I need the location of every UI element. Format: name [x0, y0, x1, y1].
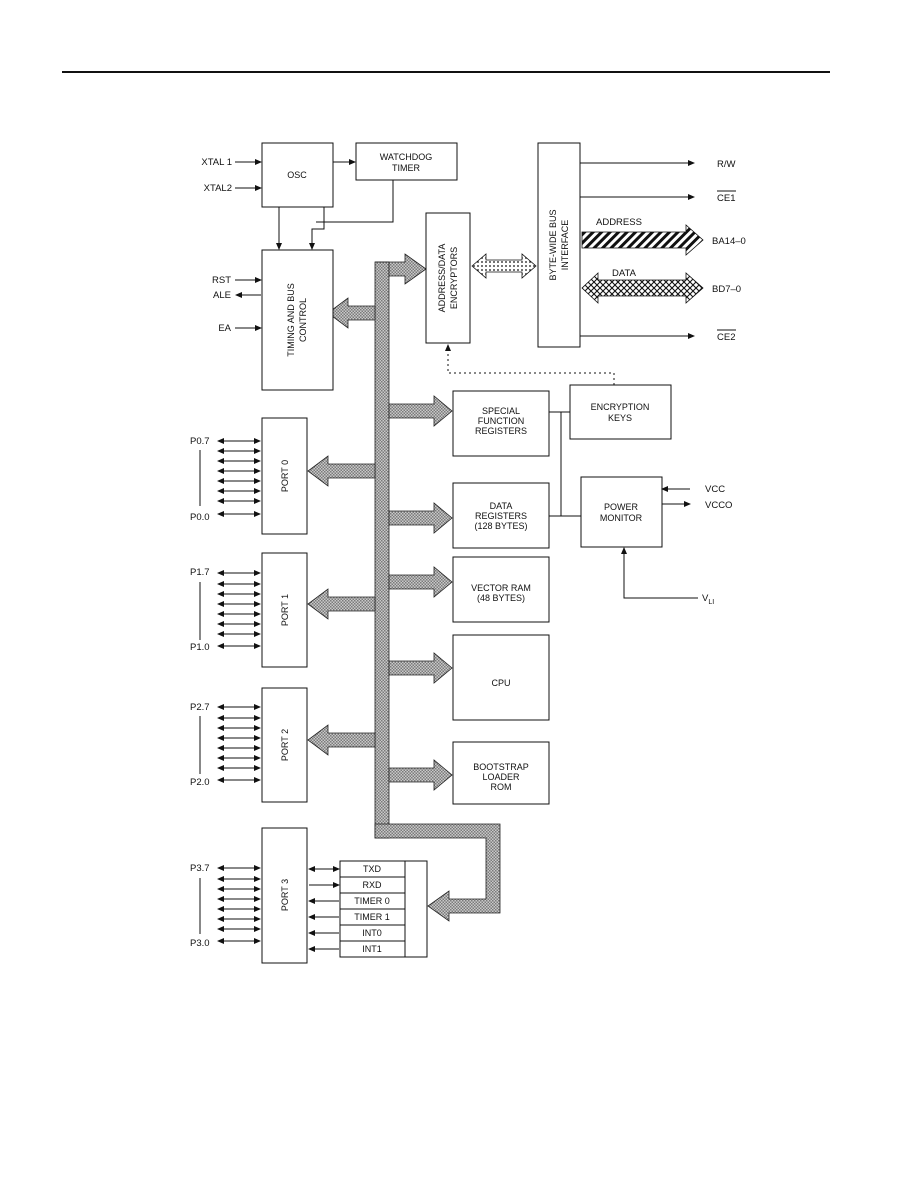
- svg-text:PORT 0: PORT 0: [280, 460, 290, 492]
- rst-label: RST: [212, 275, 231, 286]
- internal-bus: [307, 253, 501, 922]
- ale-label: ALE: [213, 290, 231, 301]
- rw-label: R/W: [717, 159, 736, 170]
- vcco-label: VCCO: [705, 500, 732, 511]
- port-1-pins: [199, 570, 261, 649]
- p2-7-label: P2.7: [190, 702, 210, 713]
- xtal2-label: XTAL2: [204, 183, 232, 194]
- svg-text:ADDRESS/DATA: ADDRESS/DATA: [437, 244, 447, 313]
- p3-func-txd: TXD: [363, 864, 382, 874]
- vli-label: VLI: [702, 593, 714, 606]
- data-registers-block: DATA REGISTERS (128 BYTES): [452, 482, 550, 549]
- keys-to-encryptor-line: [445, 344, 615, 385]
- svg-text:WATCHDOG: WATCHDOG: [380, 152, 433, 162]
- port3-function-table: TXD RXD TIMER 0 TIMER 1 INT0 INT1: [308, 860, 428, 958]
- svg-text:TIMER: TIMER: [392, 163, 420, 173]
- bd-label: BD7–0: [712, 284, 741, 295]
- svg-text:PORT 2: PORT 2: [280, 729, 290, 761]
- p3-0-label: P3.0: [190, 938, 210, 949]
- xtal1-label: XTAL 1: [201, 157, 232, 168]
- control-pins: [235, 277, 262, 331]
- svg-text:PORT 1: PORT 1: [280, 594, 290, 626]
- svg-text:(48 BYTES): (48 BYTES): [477, 593, 525, 603]
- ea-label: EA: [218, 323, 231, 334]
- svg-text:DATA: DATA: [490, 501, 513, 511]
- svg-text:CPU: CPU: [491, 678, 510, 688]
- signal-labels: XTAL 1 XTAL2 RST ALE EA R/W CE1 ADDRESS …: [190, 157, 746, 949]
- svg-text:OSC: OSC: [287, 170, 307, 180]
- port-3-block: PORT 3: [261, 827, 308, 964]
- svg-text:ROM: ROM: [491, 782, 512, 792]
- p3-7-label: P3.7: [190, 863, 210, 874]
- ce2-label: CE2: [717, 332, 735, 343]
- internal-connections: [549, 411, 698, 599]
- svg-text:BYTE-WIDE BUS: BYTE-WIDE BUS: [548, 209, 558, 280]
- vector-ram-block: VECTOR RAM (48 BYTES): [452, 556, 550, 623]
- timing-bus-control-block: TIMING AND BUS CONTROL: [261, 249, 334, 391]
- special-function-registers-block: SPECIAL FUNCTION REGISTERS: [452, 390, 550, 457]
- osc-block: OSC: [261, 142, 334, 208]
- bootstrap-loader-rom-block: BOOTSTRAP LOADER ROM: [452, 741, 550, 805]
- port-1-block: PORT 1: [261, 552, 308, 668]
- address-bus-arrow: [581, 224, 704, 256]
- svg-text:SPECIAL: SPECIAL: [482, 406, 520, 416]
- p3-func-timer0: TIMER 0: [354, 896, 390, 906]
- data-bus-arrow: [581, 272, 704, 304]
- port-3-pins: [199, 865, 261, 944]
- svg-text:ENCRYPTION: ENCRYPTION: [591, 402, 650, 412]
- p0-7-label: P0.7: [190, 436, 210, 447]
- svg-text:ENCRYPTORS: ENCRYPTORS: [449, 247, 459, 309]
- p3-func-int1: INT1: [362, 944, 382, 954]
- svg-text:CONTROL: CONTROL: [298, 298, 308, 342]
- data-label: DATA: [612, 268, 637, 279]
- p1-0-label: P1.0: [190, 642, 210, 653]
- svg-text:LOADER: LOADER: [482, 772, 520, 782]
- power-monitor-block: POWER MONITOR: [580, 476, 663, 548]
- ce1-label: CE1: [717, 193, 735, 204]
- svg-text:TIMING AND BUS: TIMING AND BUS: [286, 283, 296, 357]
- svg-text:REGISTERS: REGISTERS: [475, 426, 527, 436]
- svg-text:FUNCTION: FUNCTION: [478, 416, 525, 426]
- p0-0-label: P0.0: [190, 512, 210, 523]
- p3-func-int0: INT0: [362, 928, 382, 938]
- p3-func-timer1: TIMER 1: [354, 912, 390, 922]
- port-2-pins: [199, 704, 261, 783]
- encryption-keys-block: ENCRYPTION KEYS: [569, 384, 672, 440]
- svg-text:MONITOR: MONITOR: [600, 513, 643, 523]
- p1-7-label: P1.7: [190, 567, 210, 578]
- address-label: ADDRESS: [596, 217, 642, 228]
- port-2-block: PORT 2: [261, 687, 308, 803]
- byte-wide-bus-interface-block: BYTE-WIDE BUS INTERFACE: [537, 142, 581, 348]
- svg-text:INTERFACE: INTERFACE: [560, 220, 570, 271]
- bus-interface-outputs: [580, 160, 704, 339]
- address-data-encryptors-block: ADDRESS/DATA ENCRYPTORS: [425, 212, 471, 344]
- cpu-block: CPU: [452, 634, 550, 721]
- svg-text:KEYS: KEYS: [608, 413, 632, 423]
- svg-text:(128 BYTES): (128 BYTES): [474, 521, 527, 531]
- svg-text:POWER: POWER: [604, 502, 639, 512]
- port-0-pins: [199, 438, 261, 517]
- ba-label: BA14–0: [712, 236, 746, 247]
- svg-text:PORT 3: PORT 3: [280, 879, 290, 911]
- port-0-block: PORT 0: [261, 417, 308, 535]
- p2-0-label: P2.0: [190, 777, 210, 788]
- svg-text:BOOTSTRAP: BOOTSTRAP: [473, 762, 529, 772]
- vcc-label: VCC: [705, 484, 725, 495]
- watchdog-timer-block: WATCHDOG TIMER: [355, 142, 458, 181]
- clock-lines: [235, 159, 394, 250]
- svg-text:REGISTERS: REGISTERS: [475, 511, 527, 521]
- p3-func-rxd: RXD: [362, 880, 382, 890]
- svg-text:VECTOR RAM: VECTOR RAM: [471, 583, 531, 593]
- encryptor-interface-bus: [471, 253, 537, 279]
